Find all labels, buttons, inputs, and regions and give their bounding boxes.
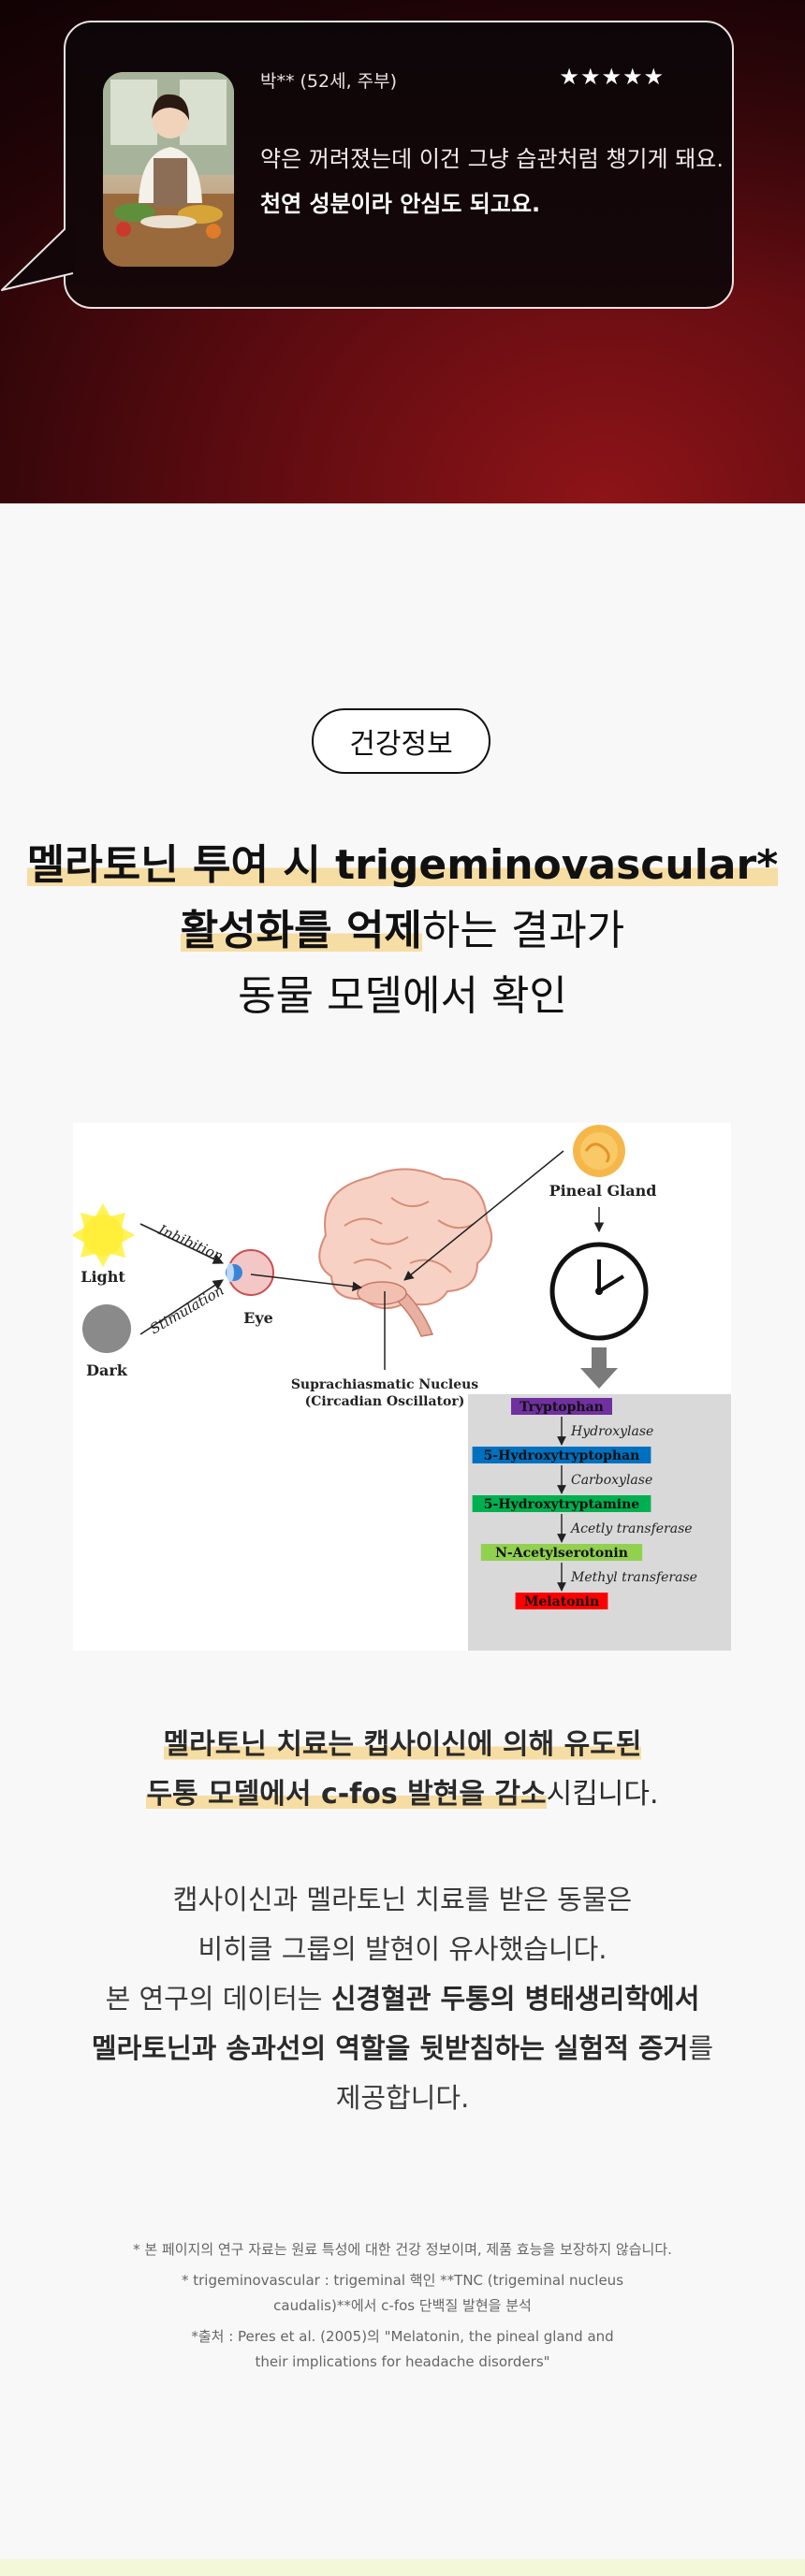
scn-label-line2: (Circadian Oscillator) bbox=[305, 1394, 465, 1409]
inhibition-label: Inhibition bbox=[154, 1221, 226, 1265]
review-text-line2: 천연 성분이라 안심도 되고요. bbox=[260, 191, 541, 217]
body-line3a: 본 연구의 데이터는 bbox=[105, 1983, 331, 2015]
enzyme-label: Hydroxylase bbox=[570, 1424, 653, 1439]
pathway-step-bg bbox=[480, 1544, 643, 1561]
review-text-line1: 약은 꺼려졌는데 이건 그냥 습관처럼 챙기게 돼요. bbox=[260, 146, 724, 172]
sub-claim-line2-rest: 시킵니다. bbox=[546, 1778, 659, 1811]
review-bubble: 박** (52세, 주부) ★★★★★ 약은 꺼려졌는데 이건 그냥 습관처럼 … bbox=[64, 21, 734, 309]
footnote-source-line2: their implications for headache disorder… bbox=[255, 2353, 550, 2370]
headline-line2-rest: 하는 결과가 bbox=[421, 907, 625, 954]
pathway-step-label: Tryptophan bbox=[520, 1400, 604, 1415]
scn-label-line1: Suprachiasmatic Nucleus bbox=[291, 1377, 478, 1392]
eye-icon bbox=[226, 1249, 274, 1296]
headline-line3: 동물 모델에서 확인 bbox=[238, 972, 567, 1020]
body-line5: 제공합니다. bbox=[335, 2082, 470, 2114]
pathway-step-bg bbox=[472, 1447, 651, 1463]
dark-circle bbox=[82, 1304, 131, 1353]
footnote-tv-line1: * trigeminovascular : trigeminal 핵인 **TN… bbox=[181, 2272, 624, 2289]
body-line4-rest: 를 bbox=[688, 2032, 714, 2064]
dark-label: Dark bbox=[86, 1361, 128, 1379]
footnotes: * 본 페이지의 연구 자료는 원료 특성에 대한 건강 정보이며, 제품 효능… bbox=[0, 2237, 805, 2380]
headline: 멜라토닌 투여 시 trigeminovascular* 활성화를 억제하는 결… bbox=[0, 833, 805, 1029]
body-line1: 캡사이신과 멜라토닌 치료를 받은 동물은 bbox=[172, 1884, 633, 1915]
body-text: 캡사이신과 멜라토닌 치료를 받은 동물은 비히클 그룹의 발현이 유사했습니다… bbox=[0, 1875, 805, 2123]
brain-icon bbox=[318, 1168, 493, 1337]
pineal-gland-icon bbox=[573, 1125, 625, 1177]
footnote-disclaimer: * 본 페이지의 연구 자료는 원료 특성에 대한 건강 정보이며, 제품 효능… bbox=[133, 2241, 672, 2258]
light-label: Light bbox=[80, 1268, 125, 1286]
woman-cooking-illustration bbox=[103, 72, 234, 267]
enzyme-label: Methyl transferase bbox=[570, 1570, 697, 1585]
pathway-step-bg bbox=[472, 1495, 651, 1512]
review-section: 박** (52세, 주부) ★★★★★ 약은 꺼려졌는데 이건 그냥 습관처럼 … bbox=[0, 0, 805, 503]
headline-line2-highlight: 활성화를 억제 bbox=[180, 907, 422, 954]
body-line2: 비히클 그룹의 발현이 유사했습니다. bbox=[198, 1933, 607, 1965]
enzyme-label: Acetly transferase bbox=[569, 1521, 693, 1536]
eye-label: Eye bbox=[243, 1309, 273, 1327]
reviewer-name: 박** (52세, 주부) bbox=[260, 71, 398, 92]
sun-icon bbox=[71, 1203, 135, 1267]
pathway-step-bg bbox=[511, 1398, 612, 1415]
footnote-tv-line2: caudalis)**에서 c-fos 단백질 발현을 분석 bbox=[273, 2297, 532, 2314]
melatonin-pathway-figure: Light Dark Inhibition Stimulation Eye bbox=[71, 1123, 731, 1651]
rating-stars: ★★★★★ bbox=[559, 64, 665, 90]
reviewer-photo bbox=[103, 72, 234, 267]
footnote-source: *출처 : Peres et al. (2005)의 "Melatonin, t… bbox=[0, 2324, 805, 2375]
pineal-label: Pineal Gland bbox=[549, 1182, 657, 1200]
pathway-step-label: N-Acetylserotonin bbox=[495, 1546, 628, 1561]
sub-claim-line1: 멜라토닌 치료는 캡사이신에 의해 유도된 bbox=[163, 1728, 642, 1761]
bottom-strip bbox=[0, 2559, 805, 2576]
footnote-source-line1: *출처 : Peres et al. (2005)의 "Melatonin, t… bbox=[191, 2328, 614, 2345]
clock-icon bbox=[549, 1242, 649, 1341]
stimulation-label: Stimulation bbox=[147, 1282, 227, 1338]
headline-line1: 멜라토닌 투여 시 trigeminovascular* bbox=[26, 841, 779, 889]
sub-claim: 멜라토닌 치료는 캡사이신에 의해 유도된 두통 모델에서 c-fos 발현을 … bbox=[0, 1720, 805, 1819]
pathway-diagram: Light Dark Inhibition Stimulation Eye bbox=[71, 1125, 731, 1651]
health-info-badge: 건강정보 bbox=[312, 708, 490, 774]
body-line4: 멜라토닌과 송과선의 역할을 뒷받침하는 실험적 증거 bbox=[91, 2032, 689, 2064]
footnote-trigeminovascular: * trigeminovascular : trigeminal 핵인 **TN… bbox=[0, 2268, 805, 2319]
pathway-step-label: Melatonin bbox=[524, 1594, 599, 1609]
body-line3b: 신경혈관 두통의 병태생리학에서 bbox=[330, 1983, 700, 2015]
enzyme-label: Carboxylase bbox=[571, 1473, 652, 1488]
pathway-step-bg bbox=[515, 1593, 608, 1609]
pathway-step-label: 5-Hydroxytryptamine bbox=[484, 1497, 640, 1512]
speech-bubble-tail bbox=[1, 225, 75, 291]
pathway-step-label: 5-Hydroxytryptophan bbox=[484, 1448, 640, 1463]
sub-claim-line2-highlight: 두통 모델에서 c-fos 발현을 감소 bbox=[146, 1778, 547, 1811]
down-arrow-icon bbox=[580, 1347, 618, 1389]
